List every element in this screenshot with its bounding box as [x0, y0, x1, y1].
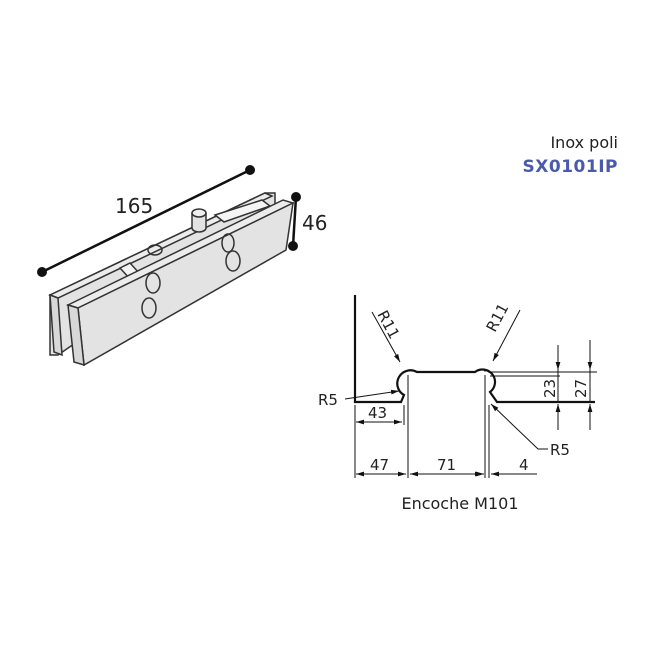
- dim-23-label: 23: [541, 379, 559, 398]
- dim-4-label: 4: [519, 456, 529, 474]
- dim-height-46: [288, 192, 301, 251]
- height-label: 46: [302, 211, 327, 235]
- r11-right-label: R11: [483, 300, 513, 335]
- product-code: SX0101IP: [522, 157, 618, 177]
- length-label: 165: [115, 194, 153, 218]
- section-caption: Encoche M101: [401, 494, 519, 513]
- notch-profile: [353, 295, 595, 404]
- r5-right-label: R5: [550, 441, 570, 459]
- dim-71-label: 71: [437, 456, 456, 474]
- r5-left-label: R5: [318, 391, 338, 409]
- dim-27-label: 27: [572, 379, 590, 398]
- dim-47-label: 47: [370, 456, 389, 474]
- iso-pin: [191, 208, 207, 233]
- dim-43-label: 43: [368, 404, 387, 422]
- r11-left-label: R11: [373, 307, 403, 342]
- finish-label: Inox poli: [550, 133, 618, 152]
- iso-holes: [141, 233, 241, 319]
- dim-length-165: [37, 165, 255, 277]
- iso-clamp-body: [48, 192, 296, 367]
